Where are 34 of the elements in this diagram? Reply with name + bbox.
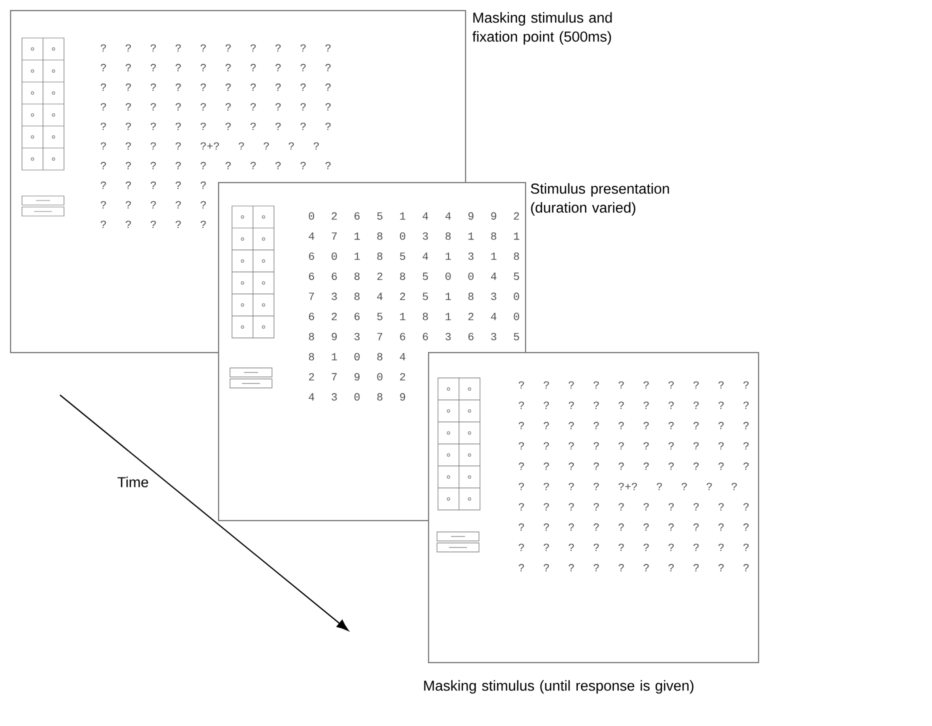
symbol-row: ? ? ? ? ? ? ? ? ? ? [100, 122, 331, 130]
symbol-row: ? ? ? ? ? ? ? ? ? ? [518, 442, 749, 450]
node-label: Masking stimulus (until response is given) [424, 680, 694, 694]
symbol-row: ? ? ? ? ? [100, 220, 206, 228]
symbol-row: ? ? ? ? ? ? ? ? ? ? [518, 523, 749, 531]
symbol-row: 4 7 1 8 0 3 8 1 8 1 [308, 232, 520, 240]
symbol-row: 0 2 6 5 1 4 4 9 9 2 [308, 212, 519, 220]
symbol-row: ? ? ? ? ? ? ? ? ? ? [518, 544, 749, 552]
symbol-row: ? ? ? ? ? ? ? ? ? ? [518, 564, 749, 572]
symbol-row: ? ? ? ? ? ? ? ? ? ? [100, 44, 331, 52]
symbol-row: ? ? ? ? ? ? ? ? ? ? [100, 64, 331, 72]
symbol-row: ? ? ? ? ? ? ? ? ? ? [100, 84, 331, 91]
symbol-row: 7 3 8 4 2 5 1 8 3 0 [309, 292, 520, 300]
symbol-row: ? ? ? ? ? [100, 182, 206, 189]
symbol-row: 8 1 0 8 4 [308, 352, 406, 360]
symbol-row: ? ? ? ? ? ? ? ? ? ? [518, 402, 749, 409]
symbol-row: ? ? ? ? ? ? ? ? ? ? [518, 381, 749, 389]
symbol-row: ? ? ? ? ? ? ? ? ? ? [100, 103, 331, 110]
node-label: Stimulus presentation (duration varied) [530, 183, 669, 216]
symbol-row: 6 2 6 5 1 8 1 2 4 0 [309, 312, 520, 320]
symbol-row: ? ? ? ? ?+? ? ? ? ? [100, 142, 319, 150]
symbol-row: 8 9 3 7 6 6 3 6 3 5 [308, 332, 520, 340]
symbol-row: 2 7 9 0 2 [308, 373, 406, 380]
symbol-row: 4 3 0 8 9 [308, 393, 406, 401]
node-label: Masking stimulus and fixation point (500ms) [472, 12, 612, 45]
symbol-row: ? ? ? ? ? [100, 201, 206, 208]
symbol-row: ? ? ? ? ? ? ? ? ? ? [100, 162, 331, 170]
symbol-row: ? ? ? ? ? ? ? ? ? ? [518, 422, 749, 430]
symbol-row: ? ? ? ? ? ? ? ? ? ? [518, 462, 749, 470]
axis-label: Time [118, 476, 148, 488]
symbol-row: ? ? ? ? ?+? ? ? ? ? [518, 482, 737, 490]
symbol-row: 6 6 8 2 8 5 0 0 4 5 [309, 272, 520, 280]
symbol-row: 6 0 1 8 5 4 1 3 1 8 [309, 252, 520, 260]
symbol-row: ? ? ? ? ? ? ? ? ? ? [518, 503, 749, 510]
